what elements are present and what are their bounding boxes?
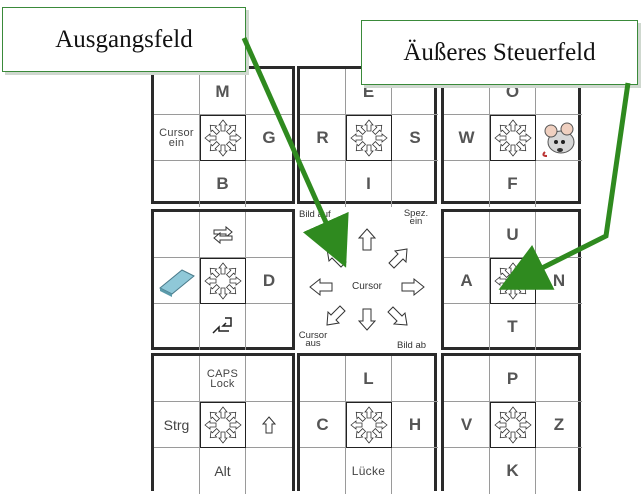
direction-pad-icon <box>490 258 536 304</box>
shift-arrow-icon[interactable] <box>246 402 292 448</box>
label-bild-auf[interactable]: Bild auf <box>299 209 331 220</box>
block-top-mid: E R S I <box>297 66 438 207</box>
key-h[interactable]: H <box>392 402 438 448</box>
key-f[interactable]: F <box>490 161 536 207</box>
key-p[interactable]: P <box>490 356 536 402</box>
key-strg[interactable]: Strg <box>154 402 200 448</box>
direction-pad-icon <box>490 115 536 161</box>
block-bot-mid: L C H Lücke <box>297 353 438 494</box>
key-d[interactable]: D <box>246 258 292 304</box>
key-alt[interactable]: Alt <box>200 448 246 494</box>
callout-aeusseres-steuerfeld: Äußeres Steuerfeld <box>361 20 638 85</box>
direction-pad-icon <box>346 402 392 448</box>
block-mid-left: D <box>151 209 295 350</box>
direction-pad-icon <box>490 402 536 448</box>
mouse-icon[interactable] <box>536 115 582 161</box>
direction-pad-icon <box>346 115 392 161</box>
key-r[interactable]: R <box>300 115 346 161</box>
key-n[interactable]: N <box>536 258 582 304</box>
label-bild-ab[interactable]: Bild ab <box>397 340 427 351</box>
key-a[interactable]: A <box>444 258 490 304</box>
key-i[interactable]: I <box>346 161 392 207</box>
key-luecke[interactable]: Lücke <box>346 448 392 494</box>
key-u[interactable]: U <box>490 212 536 258</box>
key-v[interactable]: V <box>444 402 490 448</box>
block-mid-right: U A N T <box>441 209 582 350</box>
direction-pad-icon <box>200 258 246 304</box>
center-label: Cursor <box>351 281 382 292</box>
key-b[interactable]: B <box>200 161 246 207</box>
block-bot-right: P V Z K <box>441 353 582 494</box>
direction-pad-icon <box>200 115 246 161</box>
block-top-right: O W F <box>441 66 582 207</box>
eraser-icon[interactable] <box>154 258 200 304</box>
key-w[interactable]: W <box>444 115 490 161</box>
tab-arrows-icon[interactable] <box>200 212 246 258</box>
direction-pad-icon <box>200 402 246 448</box>
return-arrow-icon[interactable] <box>200 304 246 350</box>
key-k[interactable]: K <box>490 448 536 494</box>
key-c[interactable]: C <box>300 402 346 448</box>
callout-ausgangsfeld: Ausgangsfeld <box>2 7 246 72</box>
key-z[interactable]: Z <box>536 402 582 448</box>
key-s[interactable]: S <box>392 115 438 161</box>
key-l[interactable]: L <box>346 356 392 402</box>
key-t[interactable]: T <box>490 304 536 350</box>
key-m[interactable]: M <box>200 69 246 115</box>
label-spez-ein[interactable]: Spez.ein <box>403 208 429 227</box>
key-g[interactable]: G <box>246 115 292 161</box>
key-e[interactable]: E <box>346 69 392 115</box>
